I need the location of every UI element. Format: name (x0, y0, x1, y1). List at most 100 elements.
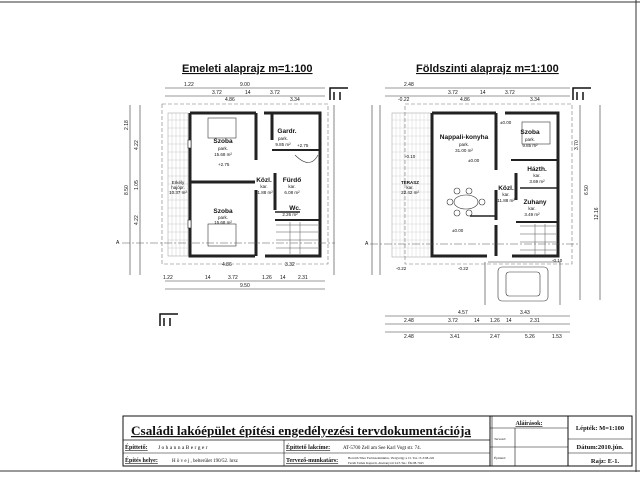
site-label: Építés helye: (125, 456, 158, 464)
room-label: Nappali-konyha park. 31.00 m² (440, 134, 489, 153)
svg-text:Wc.: Wc. (289, 205, 301, 212)
dining-table (446, 187, 486, 217)
svg-text:3.69 m²: 3.69 m² (529, 179, 545, 184)
builder-address-label: Építtető lakcíme: (286, 443, 330, 451)
level-mark: +2.75 (218, 162, 230, 167)
svg-text:kar.: kar. (528, 206, 535, 211)
dim-text: 2.31 (530, 318, 540, 324)
drawing-number: Rajz: E-1. (591, 458, 620, 465)
dim-text: 3.34 (290, 97, 300, 103)
dim-text: 3.43 (520, 310, 530, 316)
svg-text:Szoba: Szoba (213, 208, 233, 215)
builder-signature-label: Építtető: (494, 455, 506, 460)
dim-text: -0.22 (398, 97, 410, 103)
svg-text:Fürdő: Fürdő (283, 177, 301, 184)
dim-text: 3.72 (270, 90, 280, 96)
svg-text:park.: park. (525, 137, 535, 142)
date-text: Dátum:2010.jún. (577, 444, 624, 451)
dim-text: 9.00 (240, 82, 250, 88)
svg-text:10.37 m²: 10.37 m² (169, 190, 187, 195)
roof-outline (404, 103, 573, 265)
dim-text: 2.48 (404, 82, 414, 88)
section-mark: A (365, 241, 369, 247)
walls (430, 111, 560, 258)
room-label: Szoba park. 9.85 m² (520, 129, 540, 148)
level-mark: ±0.00 (500, 120, 512, 125)
dim-text: 4.86 (225, 97, 235, 103)
stairs (520, 224, 556, 255)
svg-text:park.: park. (218, 146, 228, 151)
dim-text: 3.72 (448, 318, 458, 324)
balcony-deck (167, 112, 189, 257)
designer-signature-label: Tervező: (494, 437, 506, 441)
carport-outline (484, 261, 561, 305)
bed (207, 117, 237, 139)
dim-text: 2.47 (490, 334, 500, 340)
room-label: Zuhany kar. 3.49 m² (523, 199, 546, 217)
level-mark: +2.75 (297, 143, 309, 148)
svg-text:15.68 m²: 15.68 m² (214, 220, 232, 225)
dim-text: 3.41 (450, 334, 460, 340)
room-label: Gardr. park. 9.85 m² (275, 128, 296, 147)
svg-text:Szoba: Szoba (213, 138, 233, 145)
room-label: Erkély hajópr. 10.37 m² (169, 180, 187, 195)
dim-text: 14 (205, 275, 211, 281)
dim-text: 2.31 (298, 275, 308, 281)
walls (187, 111, 322, 258)
svg-text:park.: park. (459, 142, 469, 147)
svg-text:9.85 m²: 9.85 m² (522, 143, 538, 148)
svg-text:Nappali-konyha: Nappali-konyha (440, 134, 489, 141)
dim-text: 14 (506, 318, 512, 324)
dim-text: 8.50 (124, 185, 130, 195)
dim-text: 1.26 (262, 275, 272, 281)
builder-address-value: AT-5700 Zell am See Karl Vogt str. 74. (343, 446, 421, 451)
level-mark: -0.10 (552, 258, 563, 263)
svg-text:6.08 m²: 6.08 m² (284, 190, 300, 195)
svg-text:22.42 m²: 22.42 m² (401, 190, 419, 195)
upper-floor-plan: Emeleti alaprajz m=1:100 1.22 3.72 14 3.… (116, 63, 348, 326)
svg-text:11.88 m²: 11.88 m² (255, 190, 273, 195)
svg-text:9.85 m²: 9.85 m² (275, 142, 291, 147)
room-label: TERASZ kar. 22.42 m² (401, 180, 419, 195)
dim-text: 2.18 (124, 120, 130, 130)
svg-text:11.88 m²: 11.88 m² (497, 198, 515, 203)
svg-text:kar.: kar. (260, 184, 267, 189)
svg-text:15.68 m²: 15.68 m² (214, 152, 232, 157)
level-mark: -0.22 (458, 266, 469, 271)
signatures-label: Aláírások: (516, 421, 543, 427)
level-mark: ±0.00 (452, 228, 464, 233)
bathtub (294, 154, 319, 163)
dimension-lines (371, 87, 601, 333)
roof-outline (161, 103, 329, 265)
svg-text:TERASZ: TERASZ (401, 180, 419, 185)
dim-text: 3.72 (228, 275, 238, 281)
bed (521, 121, 551, 145)
dim-text: 4.86 (222, 262, 232, 268)
dim-text: 14 (245, 90, 251, 96)
svg-text:kar.: kar. (533, 173, 540, 178)
title-block (122, 415, 633, 467)
dim-text: 14 (280, 275, 286, 281)
svg-text:3.49 m²: 3.49 m² (524, 212, 540, 217)
svg-text:Közl.: Közl. (498, 185, 514, 192)
dim-text: 1.26 (490, 318, 500, 324)
scale-text: Lépték: M=1:100 (576, 425, 624, 432)
svg-text:park.: park. (278, 136, 288, 141)
ground-floor-plan: Földszinti alaprajz m=1:100 2.48 3.72 14… (365, 63, 601, 340)
room-label: Szoba park. 15.68 m² (213, 208, 233, 225)
svg-text:Erkély: Erkély (172, 180, 185, 185)
dim-text: 3.70 (574, 140, 580, 150)
car (497, 266, 549, 302)
upper-plan-title: Emeleti alaprajz m=1:100 (182, 63, 313, 75)
room-label: Wc. 2.26 m² (282, 205, 301, 217)
project-title: Családi lakóépület építési engedélyezési… (131, 424, 472, 438)
svg-text:hajópr.: hajópr. (171, 185, 185, 190)
dim-text: 3.72 (212, 90, 222, 96)
dim-text: 4.22 (134, 140, 140, 150)
svg-text:Házth.: Házth. (527, 166, 547, 173)
dim-text: 6.50 (584, 185, 590, 195)
svg-text:kar.: kar. (502, 192, 509, 197)
designer-label: Tervező-munkatárs: (286, 458, 338, 464)
room-label: Szoba park. 15.68 m² (213, 138, 233, 157)
room-label: Házth. kar. 3.69 m² (527, 166, 547, 184)
